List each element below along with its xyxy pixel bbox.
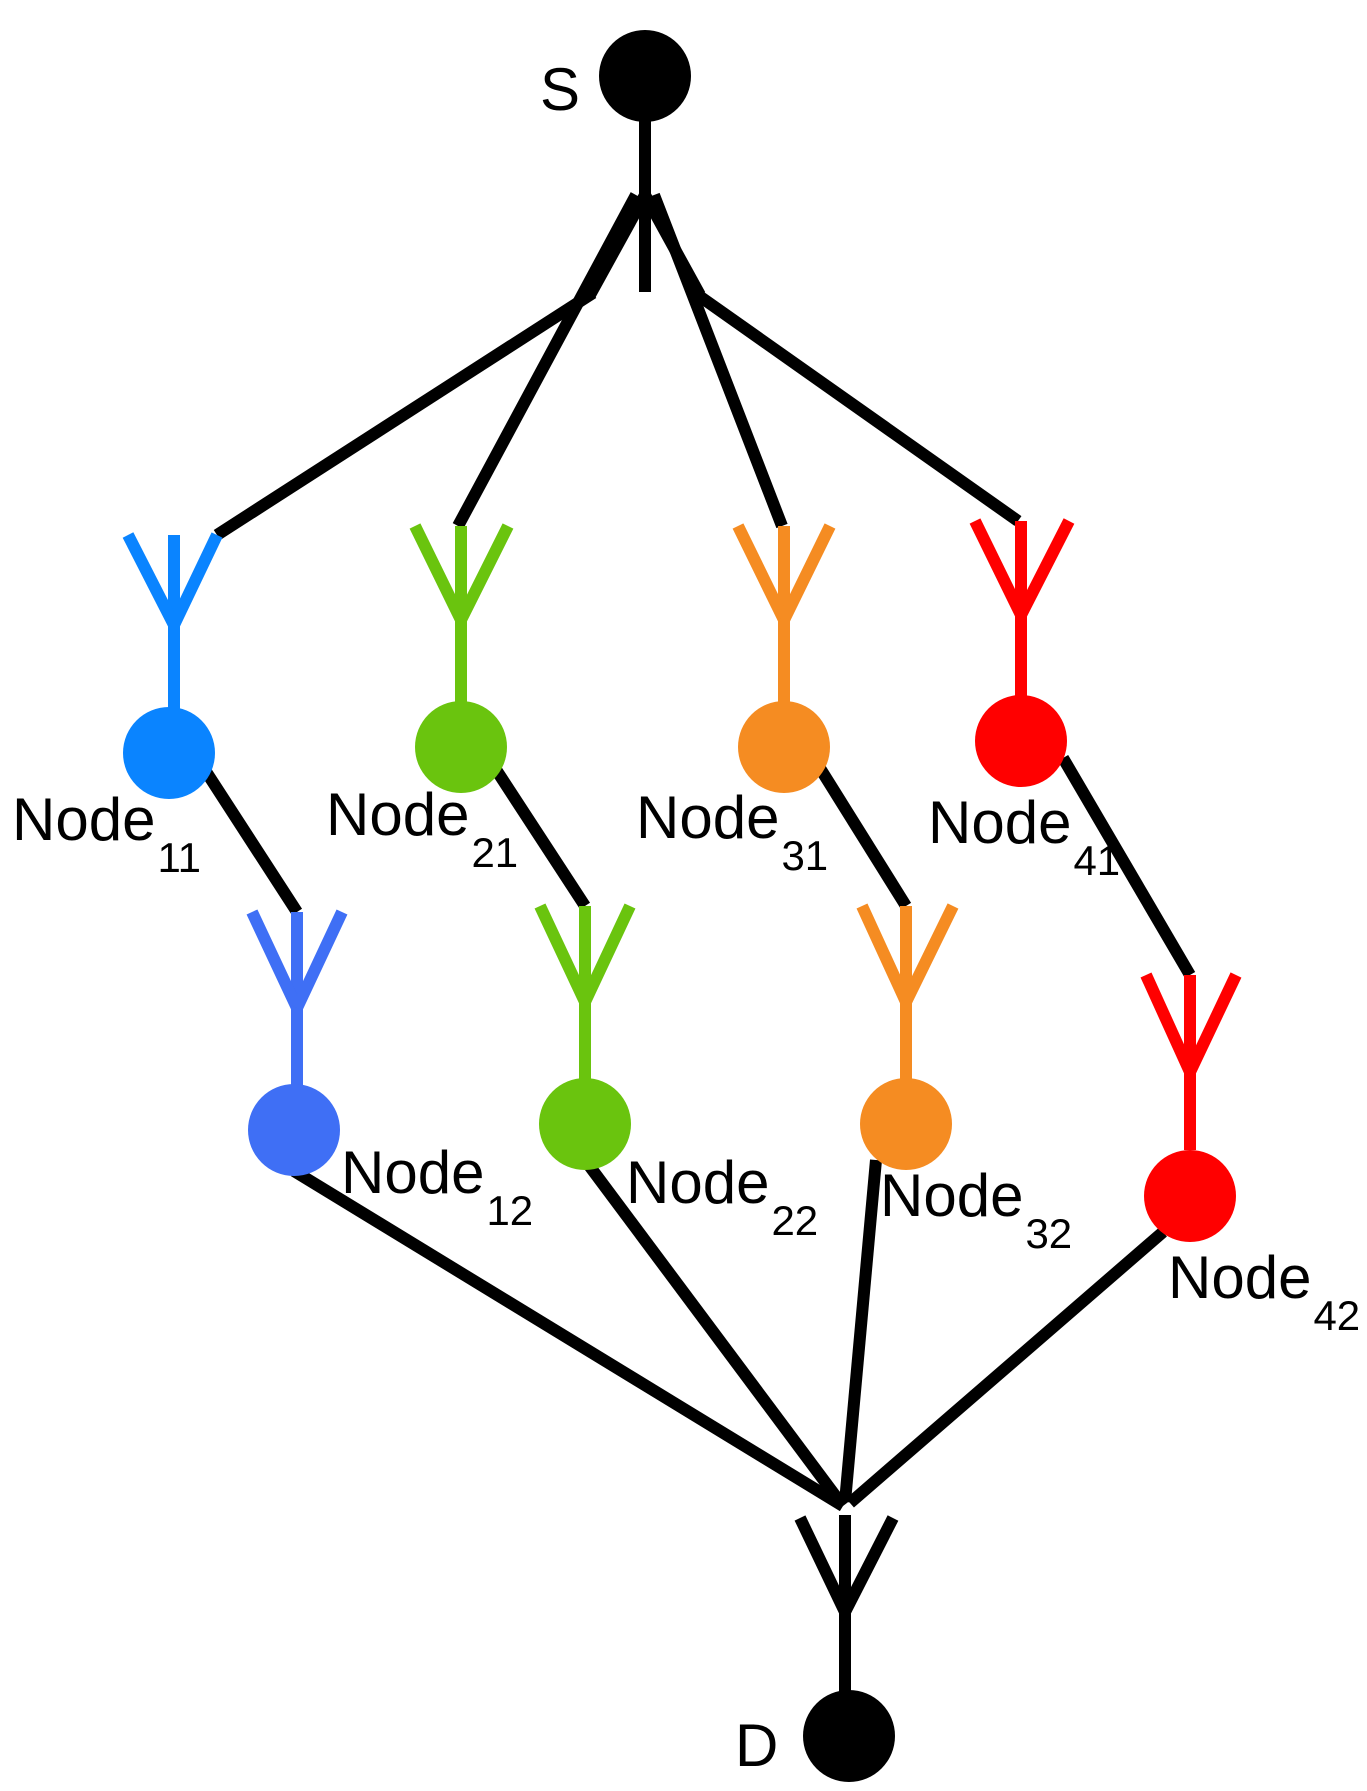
link-n21-n22	[487, 761, 591, 910]
link-n12-d	[290, 1165, 847, 1512]
antenna-icon-n32	[856, 903, 959, 1080]
node-n32	[860, 1078, 952, 1170]
node-n22	[539, 1078, 631, 1170]
label-n42: Node42	[1168, 1244, 1360, 1339]
link-s-n11	[213, 287, 597, 541]
link-n31-n32	[812, 761, 912, 910]
node-n41	[975, 695, 1067, 787]
antenna-icon-n22	[534, 903, 636, 1080]
label-n12: Node12	[341, 1139, 533, 1234]
antenna-icon-n11	[122, 532, 223, 712]
relay-antennas	[122, 518, 1242, 1150]
label-n41: Node41	[928, 789, 1120, 884]
node-n11	[123, 707, 215, 799]
node-n42	[1144, 1150, 1236, 1242]
link-s-n41	[691, 288, 1022, 526]
link-n22-d	[583, 1160, 848, 1510]
links	[199, 78, 1196, 1728]
node-n21	[415, 701, 507, 793]
node-destination	[803, 1690, 895, 1782]
label-n11: Node11	[12, 786, 201, 881]
link-n32-d	[839, 1159, 882, 1503]
link-n41-n42	[1057, 754, 1196, 979]
node-n12	[248, 1084, 340, 1176]
node-source	[599, 30, 691, 122]
link-n11-n12	[199, 766, 303, 916]
antenna-icon-n12	[246, 909, 348, 1085]
antenna-icon-n42	[1140, 972, 1242, 1150]
label-n21: Node21	[326, 781, 518, 876]
link-n42-d	[846, 1227, 1167, 1508]
label-n22: Node22	[626, 1149, 818, 1244]
antenna-icon-n31	[732, 523, 836, 705]
antenna-icon-n21	[409, 523, 514, 705]
link-s-n21	[452, 192, 642, 529]
label-n31: Node31	[636, 784, 828, 879]
label-n32: Node32	[880, 1162, 1072, 1257]
node-n31	[738, 701, 830, 793]
source-antenna-icon	[584, 192, 706, 298]
node-labels: S D Node11 Node21 Node31 Node41 Node12 N…	[12, 56, 1360, 1779]
label-source: S	[540, 56, 580, 123]
label-destination: D	[735, 1712, 778, 1779]
antenna-icon-n41	[969, 518, 1075, 700]
node-discs	[123, 30, 1236, 1782]
